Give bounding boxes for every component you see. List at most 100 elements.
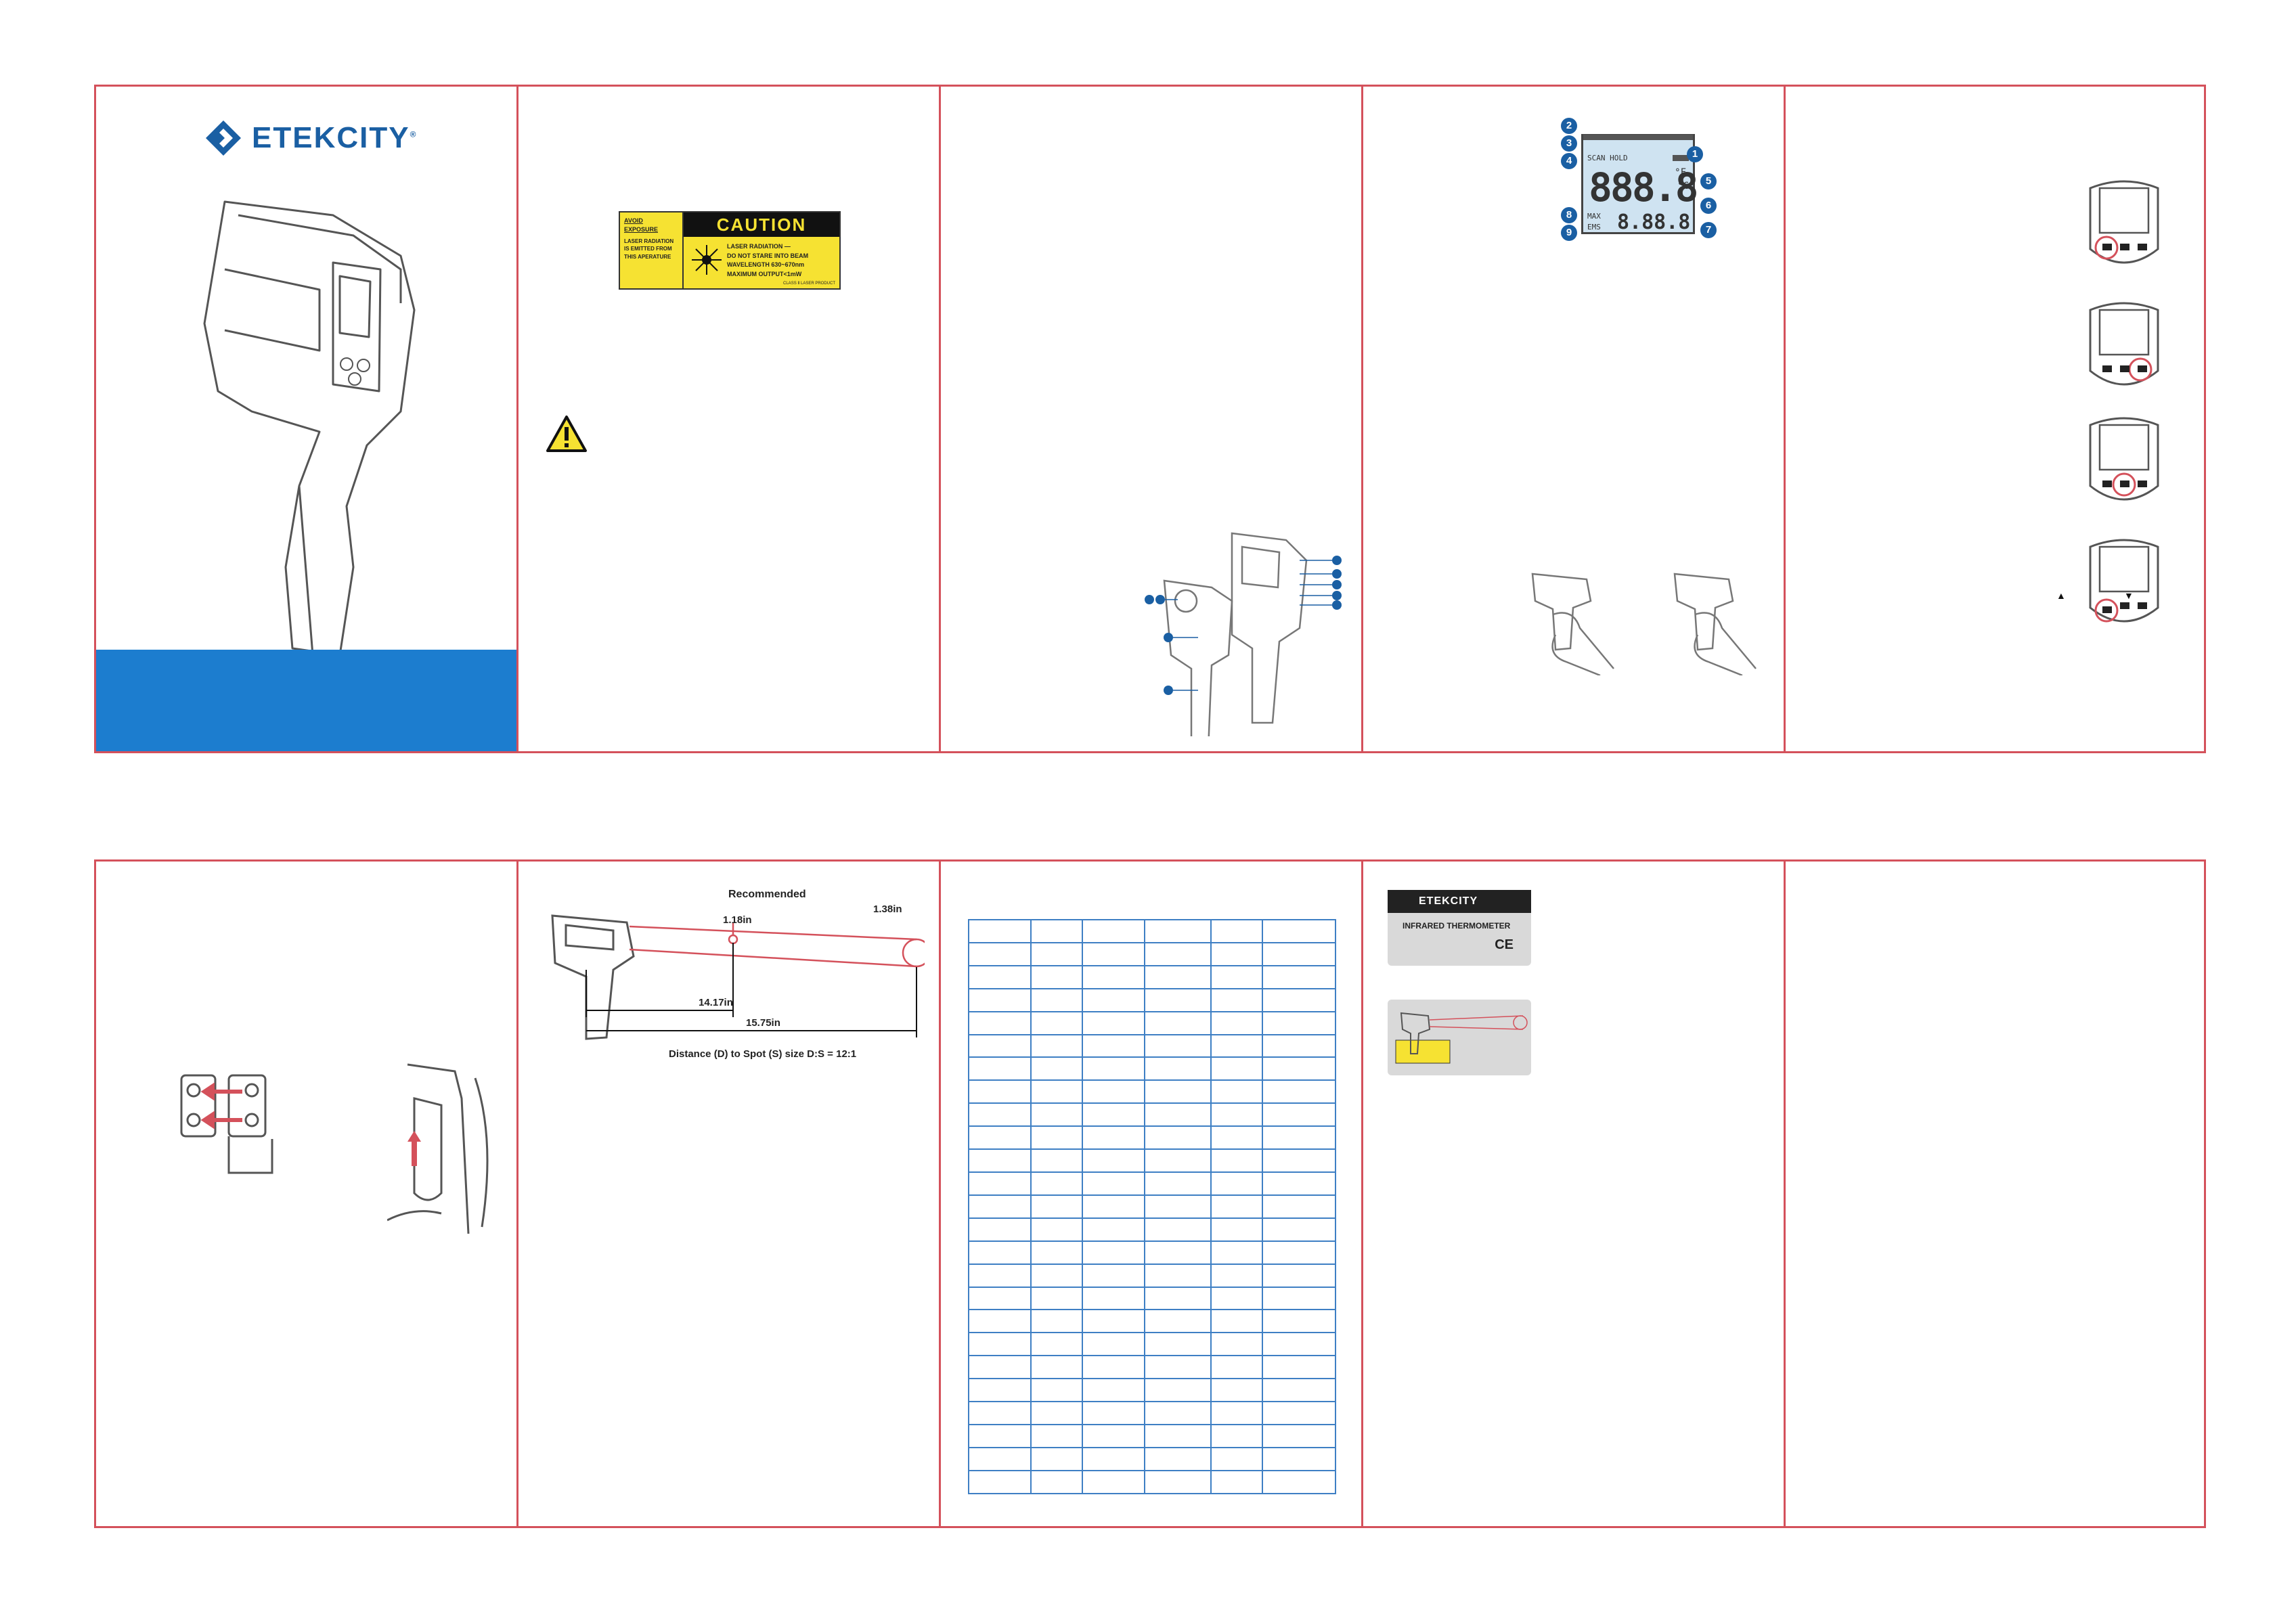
table-cell: [967, 1171, 1032, 1196]
table-cell: [1030, 1217, 1083, 1242]
top-sheet: ETEKCITY® AVOID EXPOSURE LASER RADIATION…: [94, 85, 2206, 753]
blank-back-panel: [1786, 862, 2208, 1526]
table-cell: [1144, 1469, 1212, 1495]
up-arrow-icon: ▲: [2056, 590, 2066, 601]
table-cell: [1144, 1079, 1212, 1104]
table-cell: [967, 1469, 1032, 1495]
table-cell: [1261, 1378, 1337, 1403]
table-cell: [1081, 964, 1146, 989]
lcd-small-reading: 8.88.8: [1617, 210, 1691, 234]
table-cell: [1210, 1102, 1263, 1127]
table-cell: [1261, 1263, 1337, 1288]
table-cell: [1144, 941, 1212, 966]
table-row: [967, 1217, 1337, 1242]
table-cell: [967, 1378, 1032, 1403]
lcd-callout-7: 7: [1700, 222, 1717, 238]
safety-panel: AVOID EXPOSURE LASER RADIATION IS EMITTE…: [518, 87, 941, 751]
table-row: [967, 1446, 1337, 1471]
spot-far-label: 1.38in: [873, 903, 902, 915]
table-cell: [967, 1148, 1032, 1173]
table-cell: [1081, 1148, 1146, 1173]
lcd-ems-text: EMS: [1587, 223, 1601, 231]
lcd-callout-1: 1: [1687, 146, 1703, 162]
battery-insert-illustration: [387, 1063, 489, 1234]
table-row: [967, 1033, 1337, 1058]
table-row: [967, 1194, 1337, 1219]
lcd-callout-6: 6: [1700, 198, 1717, 214]
brand-logo: ETEKCITY®: [204, 119, 417, 157]
table-cell: [1030, 964, 1083, 989]
table-cell: [1081, 1263, 1146, 1288]
table-row: [967, 1423, 1337, 1448]
hand-holding-thermometer-illustration-2: [1673, 573, 1757, 675]
hand-holding-thermometer-illustration-1: [1531, 573, 1614, 675]
table-cell: [1081, 1194, 1146, 1219]
table-cell: [967, 1217, 1032, 1242]
table-cell: [1081, 919, 1146, 943]
table-cell: [1261, 1171, 1337, 1196]
table-cell: [1030, 1240, 1083, 1265]
table-cell: [1081, 1240, 1146, 1265]
table-cell: [1144, 1171, 1212, 1196]
table-cell: [1261, 941, 1337, 966]
table-row: [967, 1378, 1337, 1403]
table-cell: [1030, 1056, 1083, 1081]
table-cell: [1081, 987, 1146, 1012]
table-row: [967, 1469, 1337, 1495]
table-cell: [967, 1102, 1032, 1127]
table-cell: [1030, 1033, 1083, 1058]
table-row: [967, 1286, 1337, 1311]
table-cell: [967, 941, 1032, 966]
table-row: [967, 1401, 1337, 1425]
table-cell: [1144, 1286, 1212, 1311]
buttons-panel: ▲ ▼: [1786, 87, 2208, 751]
table-cell: [1210, 1309, 1263, 1334]
lcd-callout-4: 4: [1561, 153, 1577, 169]
table-cell: [1261, 1469, 1337, 1495]
table-cell: [1030, 1286, 1083, 1311]
caution-label-left: AVOID EXPOSURE LASER RADIATION IS EMITTE…: [620, 213, 684, 288]
table-cell: [1261, 987, 1337, 1012]
table-row: [967, 1148, 1337, 1173]
table-cell: [1081, 1378, 1146, 1403]
table-cell: [1030, 1332, 1083, 1357]
table-cell: [1030, 987, 1083, 1012]
caution-line-1: LASER RADIATION —: [727, 243, 791, 250]
table-cell: [1144, 1240, 1212, 1265]
table-cell: [967, 1194, 1032, 1219]
table-cell: [1210, 1148, 1263, 1173]
table-cell: [1081, 1217, 1146, 1242]
table-cell: [1030, 1446, 1083, 1471]
table-cell: [1144, 1263, 1212, 1288]
table-cell: [1210, 941, 1263, 966]
table-cell: [1081, 941, 1146, 966]
table-cell: [967, 1240, 1032, 1265]
lcd-hold-text: SCAN HOLD: [1587, 154, 1628, 162]
table-cell: [1030, 1125, 1083, 1150]
table-cell: [1210, 1286, 1263, 1311]
table-cell: [1261, 1033, 1337, 1058]
table-cell: [1210, 964, 1263, 989]
table-cell: [1081, 1469, 1146, 1495]
table-cell: [1261, 1056, 1337, 1081]
keypad-illustration-4: [2089, 539, 2159, 623]
table-cell: [1030, 1194, 1083, 1219]
lcd-screen: SCAN HOLD 888.8 °F °C MAX EMS 8.88.8: [1581, 134, 1699, 234]
keypad-illustration-2: [2089, 302, 2159, 386]
table-cell: [1030, 919, 1083, 943]
table-cell: [1144, 1148, 1212, 1173]
table-cell: [1210, 1401, 1263, 1425]
table-cell: [1210, 1378, 1263, 1403]
table-cell: [1261, 1401, 1337, 1425]
lcd-top-bar: [1583, 135, 1693, 140]
table-cell: [967, 1446, 1032, 1471]
table-row: [967, 1010, 1337, 1035]
table-cell: [1210, 1056, 1263, 1081]
lcd-callout-9: 9: [1561, 225, 1577, 241]
table-cell: [1030, 1148, 1083, 1173]
table-cell: [967, 1033, 1032, 1058]
lcd-max-text: MAX: [1587, 212, 1601, 221]
table-cell: [1030, 1469, 1083, 1495]
distance-to-spot-panel: Recommended 1.18in 1.38in 14: [518, 862, 941, 1526]
caution-line-4: MAXIMUM OUTPUT<1mW: [727, 270, 802, 277]
